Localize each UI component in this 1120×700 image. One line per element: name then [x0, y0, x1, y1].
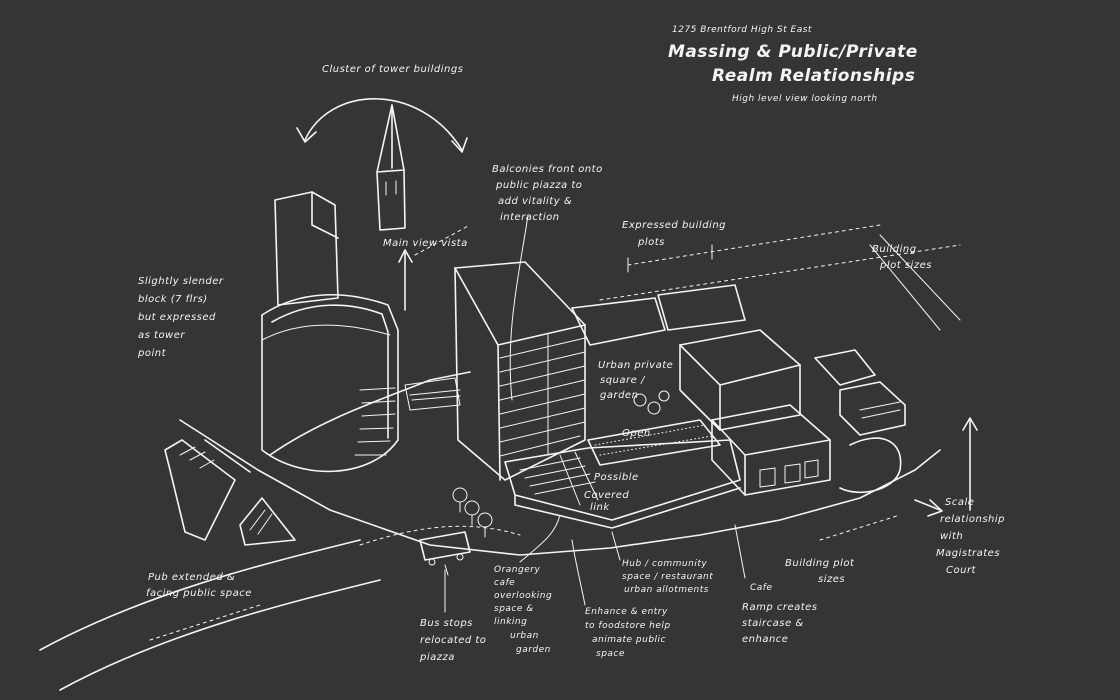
svg-text:Balconies front onto: Balconies front onto — [492, 164, 603, 175]
label-open: Open — [622, 428, 651, 439]
label-pub: Pub extended & facing public space — [146, 572, 252, 599]
label-ramp: Ramp creates staircase & enhance — [742, 602, 818, 645]
svg-text:Orangery: Orangery — [494, 565, 540, 575]
plot-dimension-lines — [599, 224, 961, 331]
label-possible: Possible — [594, 472, 639, 483]
cafe-leader — [734, 524, 746, 579]
label-orangery: Orangery cafe overlooking space & linkin… — [494, 565, 552, 655]
svg-text:overlooking: overlooking — [494, 591, 552, 601]
svg-text:piazza: piazza — [419, 652, 455, 663]
svg-text:relocated to: relocated to — [420, 635, 486, 646]
svg-text:space / restaurant: space / restaurant — [622, 572, 713, 582]
svg-text:Ramp creates: Ramp creates — [742, 602, 818, 613]
svg-text:relationship: relationship — [940, 514, 1005, 525]
curved-tower — [261, 293, 399, 473]
svg-text:plots: plots — [637, 237, 665, 248]
svg-text:block (7 flrs): block (7 flrs) — [138, 294, 208, 305]
spire — [376, 104, 406, 231]
label-urban-garden: Urban private square / garden — [598, 360, 673, 401]
svg-text:square /: square / — [600, 375, 646, 386]
slab-tower — [454, 261, 586, 481]
orangery-leader — [519, 514, 561, 563]
svg-text:Expressed building: Expressed building — [622, 220, 726, 231]
svg-text:Pub extended &: Pub extended & — [148, 572, 235, 583]
svg-text:Hub / community: Hub / community — [622, 559, 707, 569]
svg-text:Scale: Scale — [945, 497, 974, 508]
label-bus: Bus stops relocated to piazza — [419, 618, 486, 663]
svg-text:urban: urban — [510, 631, 539, 641]
svg-text:sizes: sizes — [818, 574, 845, 585]
svg-text:urban allotments: urban allotments — [624, 585, 709, 595]
bus — [419, 531, 471, 576]
cluster-arrow — [296, 98, 468, 153]
svg-text:as tower: as tower — [138, 330, 185, 341]
label-enhance-entry: Enhance & entry to foodstore help animat… — [585, 607, 671, 659]
label-building-plot-sizes: Building plot sizes — [872, 244, 932, 271]
svg-text:with: with — [940, 531, 963, 542]
svg-text:garden: garden — [516, 645, 551, 655]
svg-text:Building: Building — [872, 244, 917, 255]
svg-text:cafe: cafe — [494, 578, 515, 588]
svg-text:public piazza to: public piazza to — [495, 180, 582, 191]
svg-text:Enhance & entry: Enhance & entry — [585, 607, 668, 617]
hub-leader — [611, 531, 621, 561]
bottom-plot-dim — [819, 514, 901, 541]
title-block: 1275 Brentford High St East Massing & Pu… — [668, 25, 918, 104]
svg-text:space: space — [596, 649, 625, 659]
label-cluster: Cluster of tower buildings — [322, 64, 463, 75]
title-address: 1275 Brentford High St East — [672, 25, 812, 35]
svg-text:Building plot: Building plot — [785, 558, 855, 569]
svg-text:interaction: interaction — [500, 212, 560, 223]
label-expressed-plots: Expressed building plots — [622, 220, 726, 248]
label-block: Slightly slender block (7 flrs) but expr… — [137, 276, 224, 359]
label-main-view: Main view vista — [383, 238, 468, 249]
title-line-2: Realm Relationships — [712, 66, 915, 86]
svg-text:add vitality &: add vitality & — [498, 196, 572, 207]
urban-square — [587, 390, 721, 466]
main-view-arrow — [398, 224, 471, 311]
title-line-1: Massing & Public/Private — [668, 42, 918, 62]
label-balconies: Balconies front onto public piazza to ad… — [492, 164, 603, 223]
label-scale: Scale relationship with Magistrates Cour… — [936, 497, 1005, 576]
svg-text:staircase &: staircase & — [742, 618, 804, 629]
pub-building — [164, 439, 296, 546]
svg-text:link: link — [590, 502, 610, 513]
svg-text:linking: linking — [494, 617, 527, 627]
label-bottom-plot-sizes: Building plot sizes — [785, 558, 855, 585]
svg-text:Slightly slender: Slightly slender — [138, 276, 224, 287]
svg-text:Court: Court — [946, 565, 977, 576]
label-cafe: Cafe — [750, 583, 773, 593]
label-hub: Hub / community space / restaurant urban… — [622, 559, 713, 595]
svg-text:Magistrates: Magistrates — [936, 548, 1000, 559]
svg-text:to foodstore help: to foodstore help — [585, 621, 671, 631]
plot-blocks — [571, 284, 906, 496]
svg-text:plot sizes: plot sizes — [879, 260, 932, 271]
svg-text:space &: space & — [494, 604, 534, 614]
enhance-leader — [571, 539, 586, 606]
trees — [452, 487, 493, 538]
svg-text:but expressed: but expressed — [138, 312, 216, 323]
scale-arrow — [914, 417, 978, 517]
title-caption: High level view looking north — [732, 94, 878, 104]
label-covered-link: Covered link — [584, 490, 629, 513]
svg-text:garden: garden — [600, 390, 638, 401]
svg-text:enhance: enhance — [742, 634, 788, 645]
podium — [504, 439, 741, 529]
svg-text:Bus stops: Bus stops — [420, 618, 473, 629]
tall-block-left — [274, 191, 339, 306]
svg-text:animate public: animate public — [592, 635, 666, 645]
svg-text:point: point — [137, 348, 167, 359]
svg-text:Urban private: Urban private — [598, 360, 673, 371]
ground-outline — [179, 371, 941, 556]
road — [39, 539, 381, 691]
balconies-leader — [509, 214, 529, 401]
svg-text:Covered: Covered — [584, 490, 629, 501]
svg-text:facing public space: facing public space — [146, 588, 252, 599]
